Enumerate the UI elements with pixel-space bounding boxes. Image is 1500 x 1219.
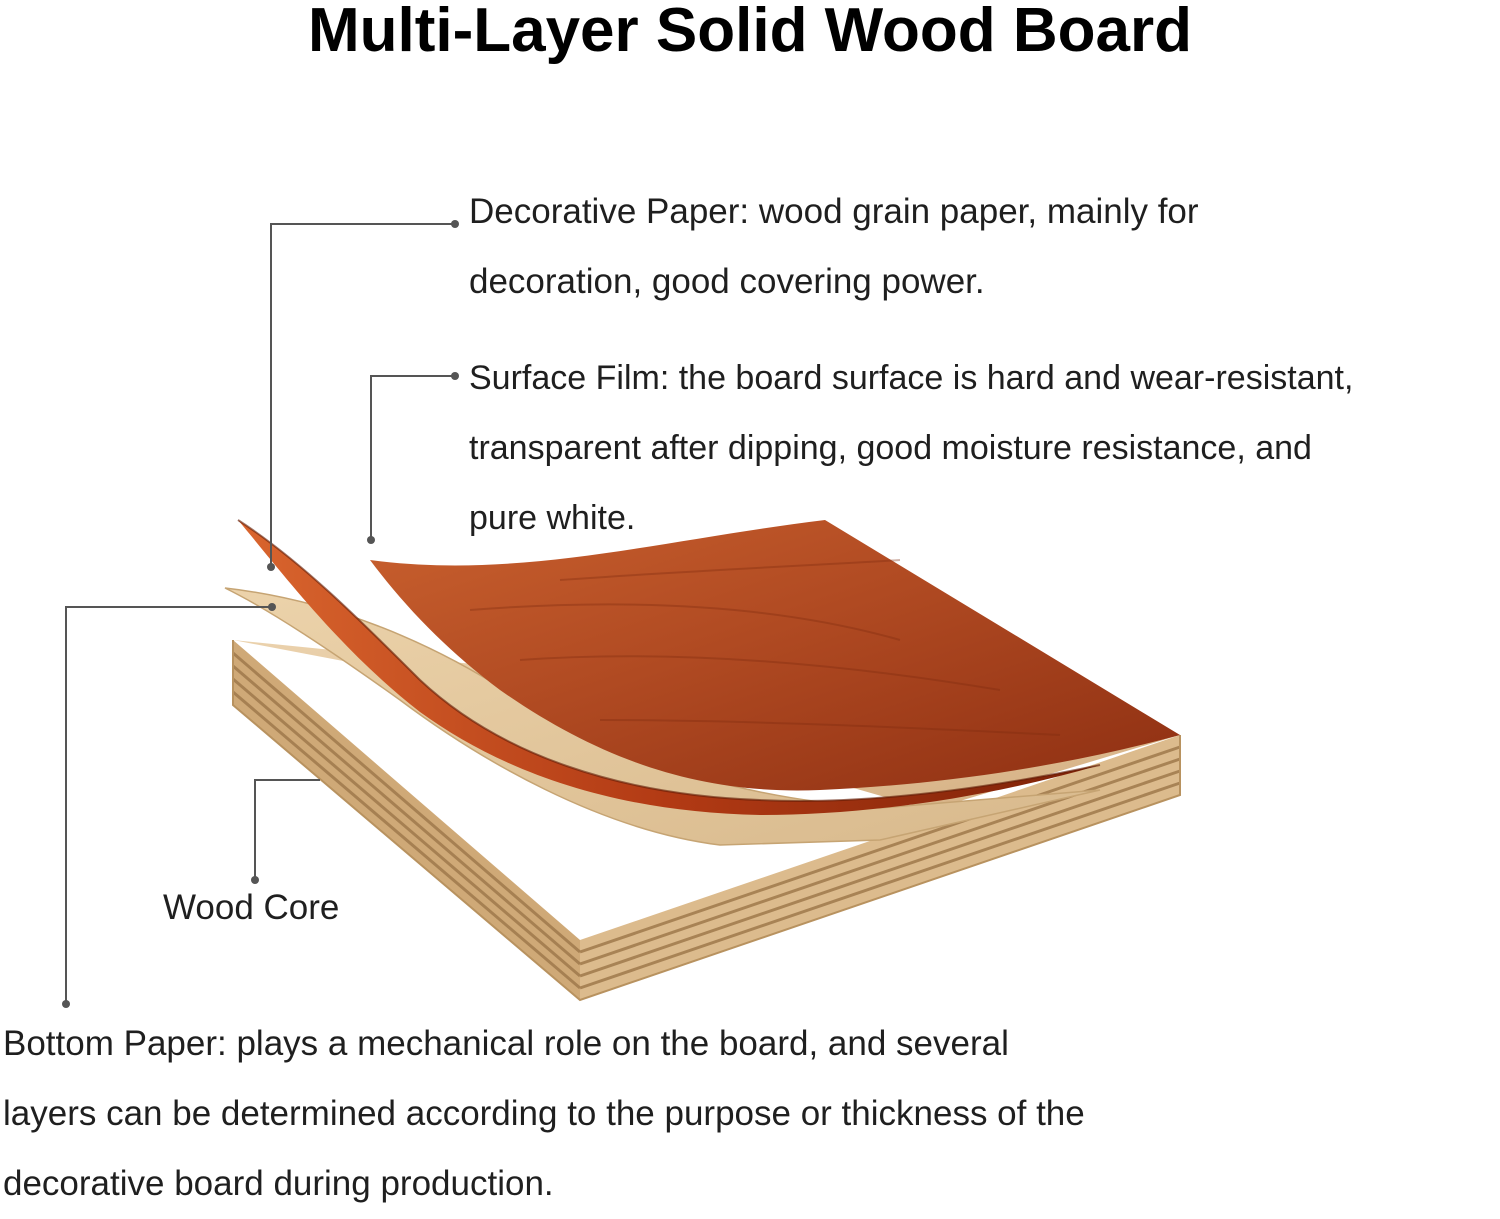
wood-core-line-1: Wood Core bbox=[163, 873, 339, 943]
bottom-paper-dot bbox=[268, 603, 276, 611]
surface-film-label: Surface Film: the board surface is hard … bbox=[469, 343, 1353, 553]
bottom-paper-line-3: decorative board during production. bbox=[3, 1149, 1085, 1219]
surface-film-line-1: Surface Film: the board surface is hard … bbox=[469, 343, 1353, 413]
bottom-paper-line-1: Bottom Paper: plays a mechanical role on… bbox=[3, 1009, 1085, 1079]
decorative-paper-line-2: decoration, good covering power. bbox=[469, 247, 1199, 317]
decorative-paper-dot bbox=[451, 220, 459, 228]
surface-film-line-2: transparent after dipping, good moisture… bbox=[469, 413, 1353, 483]
decorative-paper-line-1: Decorative Paper: wood grain paper, main… bbox=[469, 177, 1199, 247]
bottom-paper-line-2: layers can be determined according to th… bbox=[3, 1079, 1085, 1149]
surface-film-dot bbox=[451, 372, 459, 380]
decorative-paper-label: Decorative Paper: wood grain paper, main… bbox=[469, 177, 1199, 317]
wood-core-label: Wood Core bbox=[163, 873, 339, 943]
surface-film-line-3: pure white. bbox=[469, 483, 1353, 553]
bottom-paper-label: Bottom Paper: plays a mechanical role on… bbox=[3, 1009, 1085, 1219]
